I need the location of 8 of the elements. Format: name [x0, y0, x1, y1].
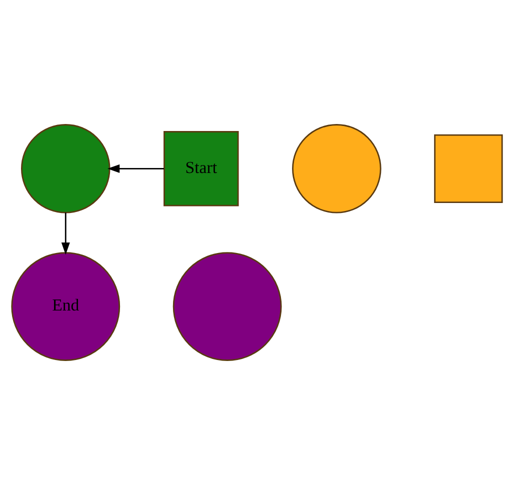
node-circle: [21, 124, 110, 214]
node-box: Start: [164, 131, 239, 206]
node-circle: End: [11, 252, 120, 361]
arrow: [61, 212, 70, 255]
node-circle: [292, 124, 382, 214]
node-circle: [172, 252, 282, 361]
arrow: [107, 164, 164, 173]
node-box: [434, 134, 503, 203]
